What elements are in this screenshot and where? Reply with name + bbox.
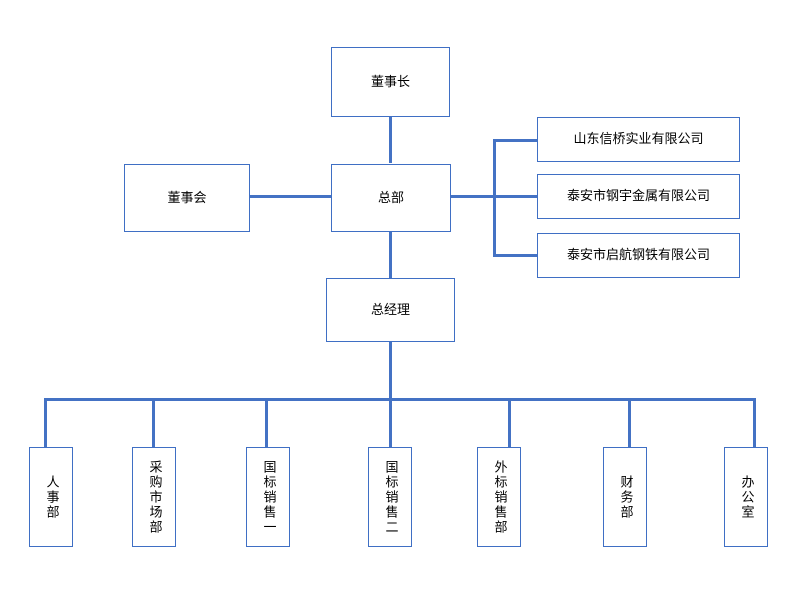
node-department-1-label: 人事部 bbox=[43, 474, 59, 520]
connector-departments-bus bbox=[44, 398, 756, 401]
node-department-5-label: 外标销售部 bbox=[491, 459, 507, 535]
connector-headquarters-subsidiaries-stem bbox=[451, 195, 496, 198]
connector-department-1-drop bbox=[44, 398, 47, 448]
node-board[interactable]: 董事会 bbox=[124, 164, 250, 232]
connector-department-2-drop bbox=[152, 398, 155, 448]
connector-board-headquarters bbox=[249, 195, 331, 198]
connector-department-6-drop bbox=[628, 398, 631, 448]
node-subsidiary-3-label: 泰安市启航钢铁有限公司 bbox=[566, 248, 710, 263]
node-department-5[interactable]: 外标销售部 bbox=[477, 447, 521, 547]
node-headquarters-label: 总部 bbox=[377, 190, 404, 206]
node-subsidiary-1[interactable]: 山东信桥实业有限公司 bbox=[537, 117, 740, 162]
connector-subsidiary-2-branch bbox=[493, 195, 538, 198]
node-board-label: 董事会 bbox=[167, 190, 207, 206]
connector-department-4-drop bbox=[389, 398, 392, 448]
node-chairman-label: 董事长 bbox=[370, 74, 410, 90]
connector-headquarters-general-manager bbox=[389, 231, 392, 278]
node-general-manager[interactable]: 总经理 bbox=[326, 278, 455, 342]
node-department-3[interactable]: 国标销售一 bbox=[246, 447, 290, 547]
node-department-1[interactable]: 人事部 bbox=[29, 447, 73, 547]
connector-subsidiary-1-branch bbox=[493, 139, 538, 142]
node-department-6[interactable]: 财务部 bbox=[603, 447, 647, 547]
node-department-3-label: 国标销售一 bbox=[260, 459, 276, 535]
node-department-4-label: 国标销售二 bbox=[382, 459, 398, 535]
connector-department-5-drop bbox=[508, 398, 511, 448]
node-headquarters[interactable]: 总部 bbox=[331, 164, 451, 232]
connector-subsidiaries-trunk bbox=[493, 139, 496, 257]
node-department-2[interactable]: 采购市场部 bbox=[132, 447, 176, 547]
node-subsidiary-2-label: 泰安市钢宇金属有限公司 bbox=[566, 189, 710, 204]
node-subsidiary-1-label: 山东信桥实业有限公司 bbox=[573, 132, 704, 147]
node-department-7[interactable]: 办公室 bbox=[724, 447, 768, 547]
connector-department-7-drop bbox=[753, 398, 756, 448]
node-subsidiary-3[interactable]: 泰安市启航钢铁有限公司 bbox=[537, 233, 740, 278]
node-department-4[interactable]: 国标销售二 bbox=[368, 447, 412, 547]
connector-chairman-headquarters bbox=[389, 117, 392, 163]
node-department-2-label: 采购市场部 bbox=[146, 459, 162, 535]
node-subsidiary-2[interactable]: 泰安市钢宇金属有限公司 bbox=[537, 174, 740, 219]
node-department-7-label: 办公室 bbox=[738, 474, 754, 520]
connector-department-3-drop bbox=[265, 398, 268, 448]
connector-subsidiary-3-branch bbox=[493, 254, 538, 257]
connector-general-manager-stem bbox=[389, 342, 392, 400]
node-department-6-label: 财务部 bbox=[617, 474, 633, 520]
node-chairman[interactable]: 董事长 bbox=[331, 47, 450, 117]
node-general-manager-label: 总经理 bbox=[370, 302, 410, 318]
